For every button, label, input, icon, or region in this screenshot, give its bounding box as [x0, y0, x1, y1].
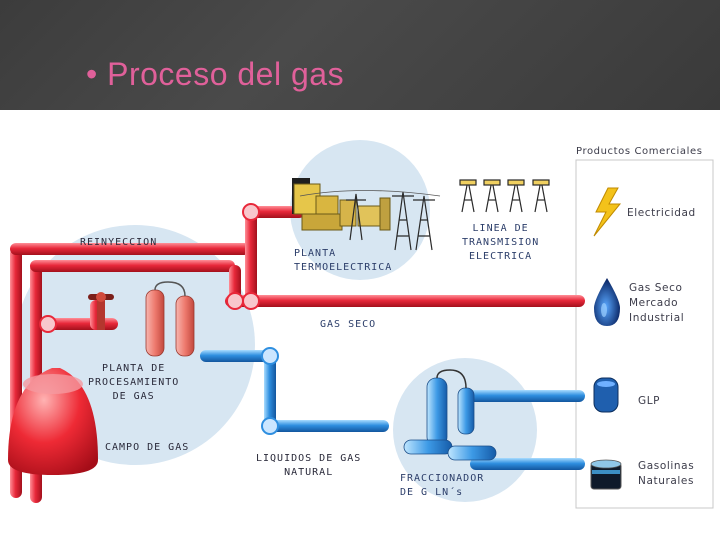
transmission-towers — [459, 179, 550, 213]
gas-field-dome — [8, 368, 98, 475]
gas-flame-icon — [594, 278, 620, 326]
slide-title: • Proceso del gas — [86, 56, 345, 92]
label-fraccionador: FRACCIONADOR DE G LN´s — [400, 473, 485, 498]
slide-header: • Proceso del gas — [0, 0, 720, 110]
lightning-bolt-icon — [593, 187, 622, 237]
label-planta-procesamiento: PLANTA DE PROCESAMIENTO DE GAS — [88, 363, 180, 402]
product-gas-seco: Gas Seco Mercado Industrial — [629, 282, 685, 324]
label-linea-transmision: LINEA DE TRANSMISION ELECTRICA — [462, 223, 540, 262]
gas-process-diagram — [8, 140, 714, 509]
processing-plant-illustration — [88, 281, 195, 357]
label-reinyeccion: REINYECCION — [80, 237, 158, 248]
thermoelectric-plant-illustration — [292, 178, 441, 251]
label-campo-gas: CAMPO DE GAS — [105, 442, 190, 453]
products-heading: Productos Comerciales — [576, 146, 703, 157]
product-gasolinas: Gasolinas Naturales — [638, 460, 695, 487]
product-electricidad: Electricidad — [627, 207, 696, 219]
product-glp: GLP — [638, 395, 661, 407]
label-gas-seco: GAS SECO — [320, 319, 377, 330]
label-planta-termoelectrica: PLANTA TERMOELECTRICA — [294, 248, 393, 273]
glp-tank-icon — [593, 377, 619, 413]
blue-pipe-network — [200, 347, 585, 470]
gasoline-drum-icon — [590, 459, 622, 490]
label-liquidos-gas-natural: LIQUIDOS DE GAS NATURAL — [256, 453, 362, 478]
products-panel — [575, 159, 714, 509]
fractionator-illustration — [403, 369, 497, 461]
